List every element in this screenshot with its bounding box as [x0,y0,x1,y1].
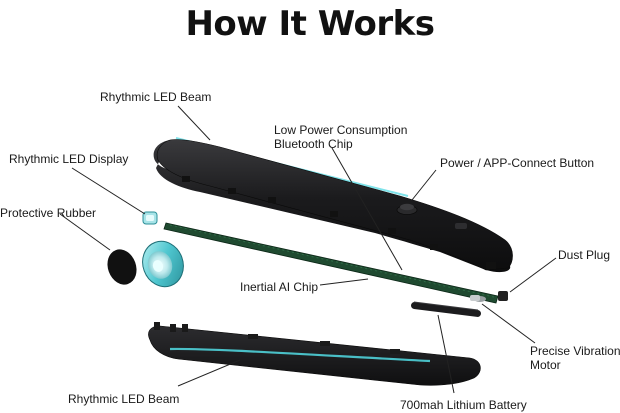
leader-protective-rubber [59,213,111,251]
leader-led-beam-bottom [177,359,241,387]
label-led-beam-top: Rhythmic LED Beam [100,90,212,104]
leader-led-beam-top [177,105,211,141]
leader-battery [437,314,455,394]
label-protective-rubber: Protective Rubber [0,206,97,220]
label-power-button: Power / APP-Connect Button [440,156,595,170]
leader-power-button [411,169,437,201]
vibration-motor [470,295,486,302]
label-led-display: Rhythmic LED Display [9,152,129,166]
label-dust-plug: Dust Plug [558,248,611,262]
bottom-shell [148,322,481,386]
label-vibration-line1: Precise Vibration [530,344,620,358]
label-vibration-line2: Motor [530,358,561,372]
dust-plug [498,291,508,301]
led-display-module [142,211,158,225]
protective-rubber [107,240,184,288]
label-bt-chip-line1: Low Power Consumption [274,123,408,137]
leader-led-display [71,167,146,215]
label-bt-chip-line2: Bluetooth Chip [274,137,353,151]
leader-dust-plug [509,257,557,293]
circuit-board [163,222,499,304]
label-led-beam-bottom: Rhythmic LED Beam [68,392,180,406]
top-shell [153,139,513,273]
battery [411,301,481,317]
label-ai-chip: Inertial AI Chip [240,280,319,294]
label-battery: 700mah Lithium Battery [400,398,527,412]
leader-vibration [481,303,536,344]
leader-ai-chip [319,278,369,286]
leader-bt-chip [331,147,403,271]
page-title: How It Works [185,4,435,44]
